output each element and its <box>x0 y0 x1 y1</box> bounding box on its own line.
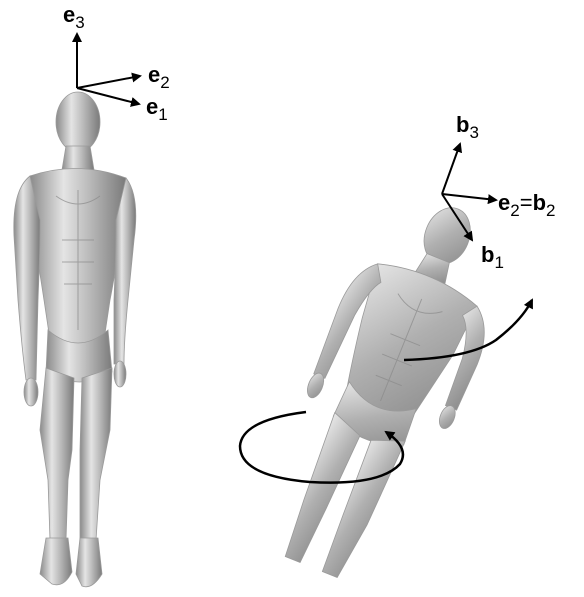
e2-b2-label: e2=b2 <box>498 190 556 220</box>
foot-left-2 <box>76 538 102 587</box>
neck-left <box>62 146 94 170</box>
b3-label: b3 <box>456 112 479 142</box>
b3-arrow <box>442 144 460 194</box>
foot-left-1 <box>40 538 72 585</box>
leg-left-1 <box>40 368 74 540</box>
arm-left-1 <box>14 176 40 380</box>
head-left <box>56 92 100 152</box>
e2-label: e2 <box>148 62 170 92</box>
standing-figure <box>14 92 136 587</box>
e1-label: e1 <box>146 94 168 124</box>
hand-left-1 <box>24 378 38 406</box>
leg-left-2 <box>80 368 112 540</box>
e2-arrow <box>77 76 140 88</box>
b1-label: b1 <box>481 242 504 272</box>
hand-left-2 <box>114 361 126 387</box>
e2b2-arrow <box>442 194 496 200</box>
left-frame-axes <box>77 34 140 104</box>
e3-label: e3 <box>63 2 85 32</box>
